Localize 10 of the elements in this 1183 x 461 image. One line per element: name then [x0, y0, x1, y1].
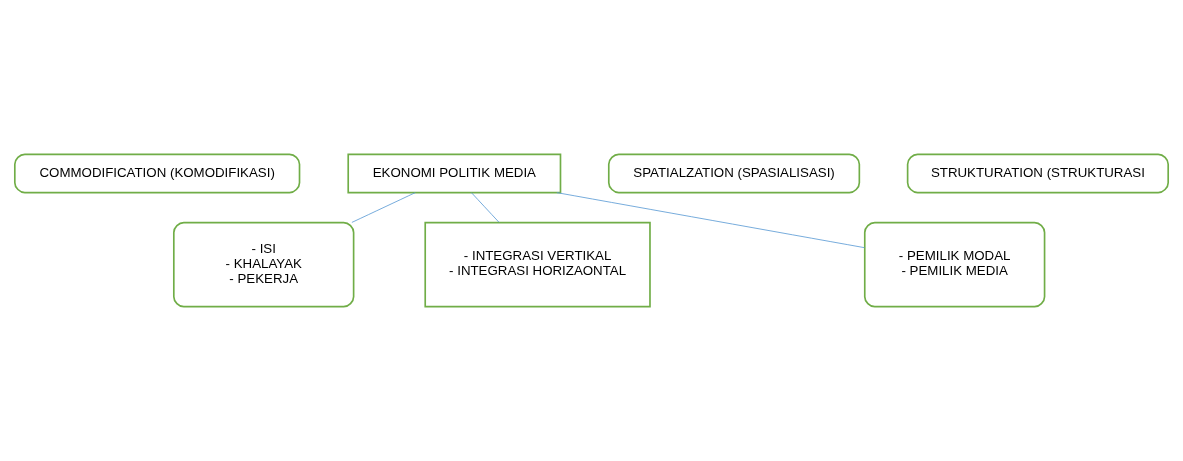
connector	[351, 192, 416, 223]
node-box: - PEMILIK MODAL - PEMILIK MEDIA	[863, 221, 1046, 308]
node-box: - INTEGRASI VERTIKAL - INTEGRASI HORIZAONTAL	[424, 221, 651, 308]
node-box: COMMODIFICATION (KOMODIFIKASI)	[14, 153, 301, 194]
node-box: STRUKTURATION (STRUKTURASI	[906, 153, 1169, 194]
node-box: - ISI - KHALAYAK - PEKERJA	[173, 221, 355, 308]
connector	[556, 192, 865, 249]
connector	[471, 192, 500, 223]
node-box: EKONOMI POLITIK MEDIA	[347, 153, 562, 194]
node-box: SPATIALZATION (SPASIALISASI)	[607, 153, 861, 194]
